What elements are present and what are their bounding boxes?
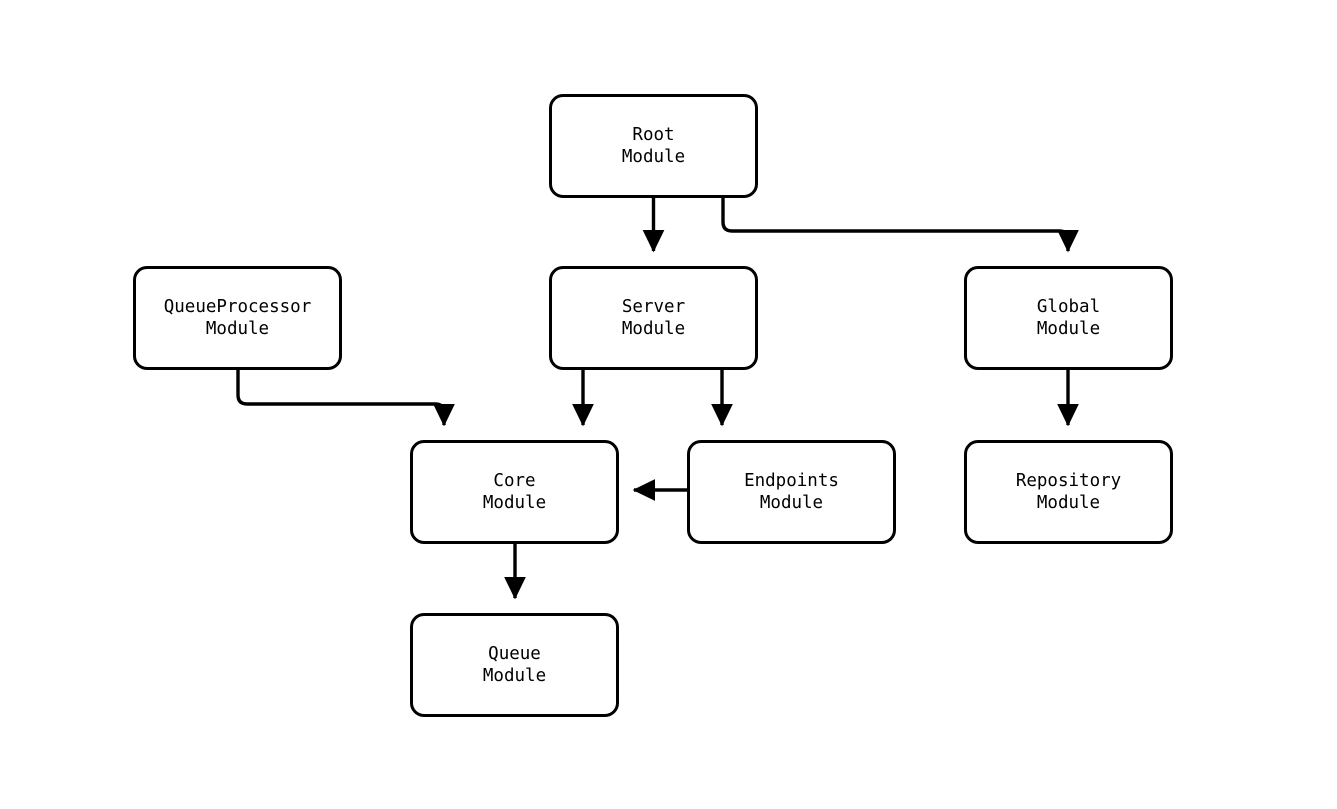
node-global-module[interactable]: Global Module [964, 266, 1173, 370]
node-server-module-label: Server Module [621, 297, 686, 339]
node-root-module-label: Root Module [621, 125, 686, 167]
node-root-module[interactable]: Root Module [549, 94, 758, 198]
node-core-module-label: Core Module [482, 471, 547, 513]
node-global-module-label: Global Module [1036, 297, 1101, 339]
node-queueprocessor-module[interactable]: QueueProcessor Module [133, 266, 342, 370]
node-endpoints-module-label: Endpoints Module [744, 471, 839, 513]
node-endpoints-module[interactable]: Endpoints Module [687, 440, 896, 544]
edge-queueprocessor-to-core [236, 370, 455, 427]
node-queue-module-label: Queue Module [482, 644, 547, 686]
node-core-module[interactable]: Core Module [410, 440, 619, 544]
edge-root-to-global [721, 198, 1079, 253]
node-queue-module[interactable]: Queue Module [410, 613, 619, 717]
node-server-module[interactable]: Server Module [549, 266, 758, 370]
node-repository-module[interactable]: Repository Module [964, 440, 1173, 544]
node-queueprocessor-module-label: QueueProcessor Module [163, 297, 312, 339]
node-repository-module-label: Repository Module [1015, 471, 1122, 513]
edge-group [236, 198, 1079, 600]
